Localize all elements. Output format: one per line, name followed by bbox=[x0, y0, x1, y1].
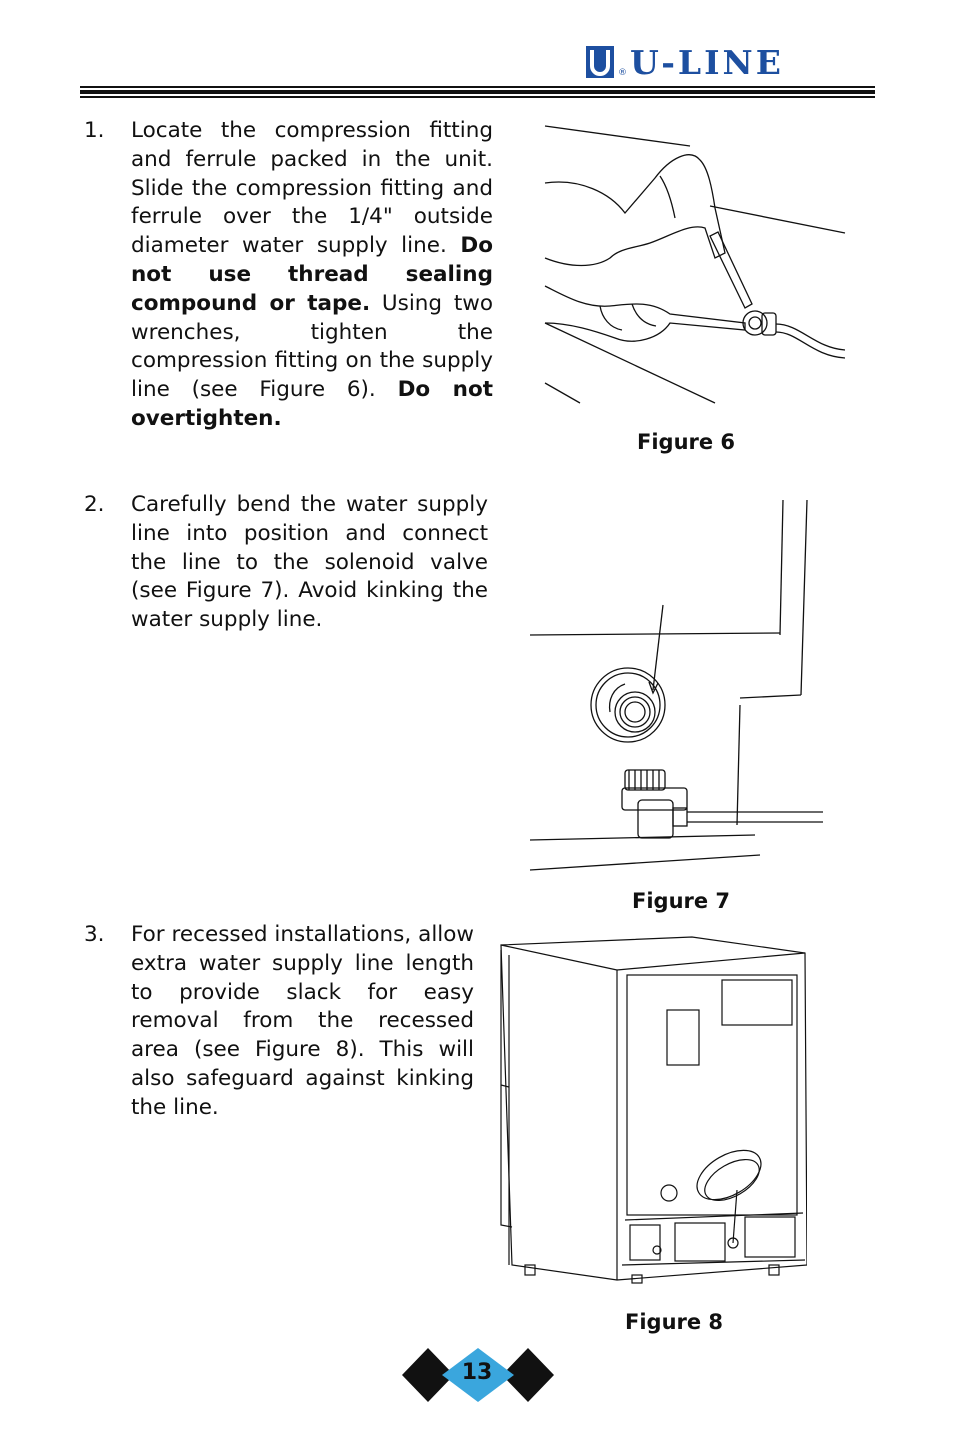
step-1-text-a: Locate the compression fitting and ferru… bbox=[131, 118, 493, 259]
step-1-text-b: Using two wrenches, tighten the compress… bbox=[131, 290, 493, 403]
step-number: 2. bbox=[84, 492, 105, 517]
step-3-text: For recessed installations, allow extra … bbox=[131, 922, 474, 1120]
figure-7-illustration bbox=[529, 500, 823, 871]
figure-6-caption: Figure 6 bbox=[637, 430, 736, 454]
page-number-badge bbox=[402, 1348, 554, 1402]
step-number: 3. bbox=[84, 922, 105, 947]
page-number: 13 bbox=[461, 1360, 493, 1385]
step-number: 1. bbox=[84, 118, 105, 143]
header-rule-thick bbox=[80, 90, 875, 94]
brand-text: U-LINE bbox=[630, 42, 784, 82]
step-1-warning-2: Do not overtighten. bbox=[131, 377, 493, 431]
brand-logo: ® U-LINE bbox=[586, 42, 784, 82]
registered-mark: ® bbox=[618, 68, 627, 78]
step-2-text: Carefully bend the water supply line int… bbox=[131, 492, 488, 633]
figure-7-caption: Figure 7 bbox=[632, 889, 731, 913]
step-text: Locate the compression fitting and ferru… bbox=[131, 117, 493, 434]
u-line-logo-icon bbox=[586, 46, 614, 78]
figure-8-caption: Figure 8 bbox=[625, 1310, 724, 1334]
figure-8-illustration bbox=[500, 936, 807, 1284]
header-rule-thin-1 bbox=[80, 86, 875, 88]
header-rule-thin-2 bbox=[80, 96, 875, 98]
figure-6-illustration bbox=[544, 125, 846, 404]
step-1-warning-1: Do not use thread sealing compound or ta… bbox=[131, 233, 493, 316]
